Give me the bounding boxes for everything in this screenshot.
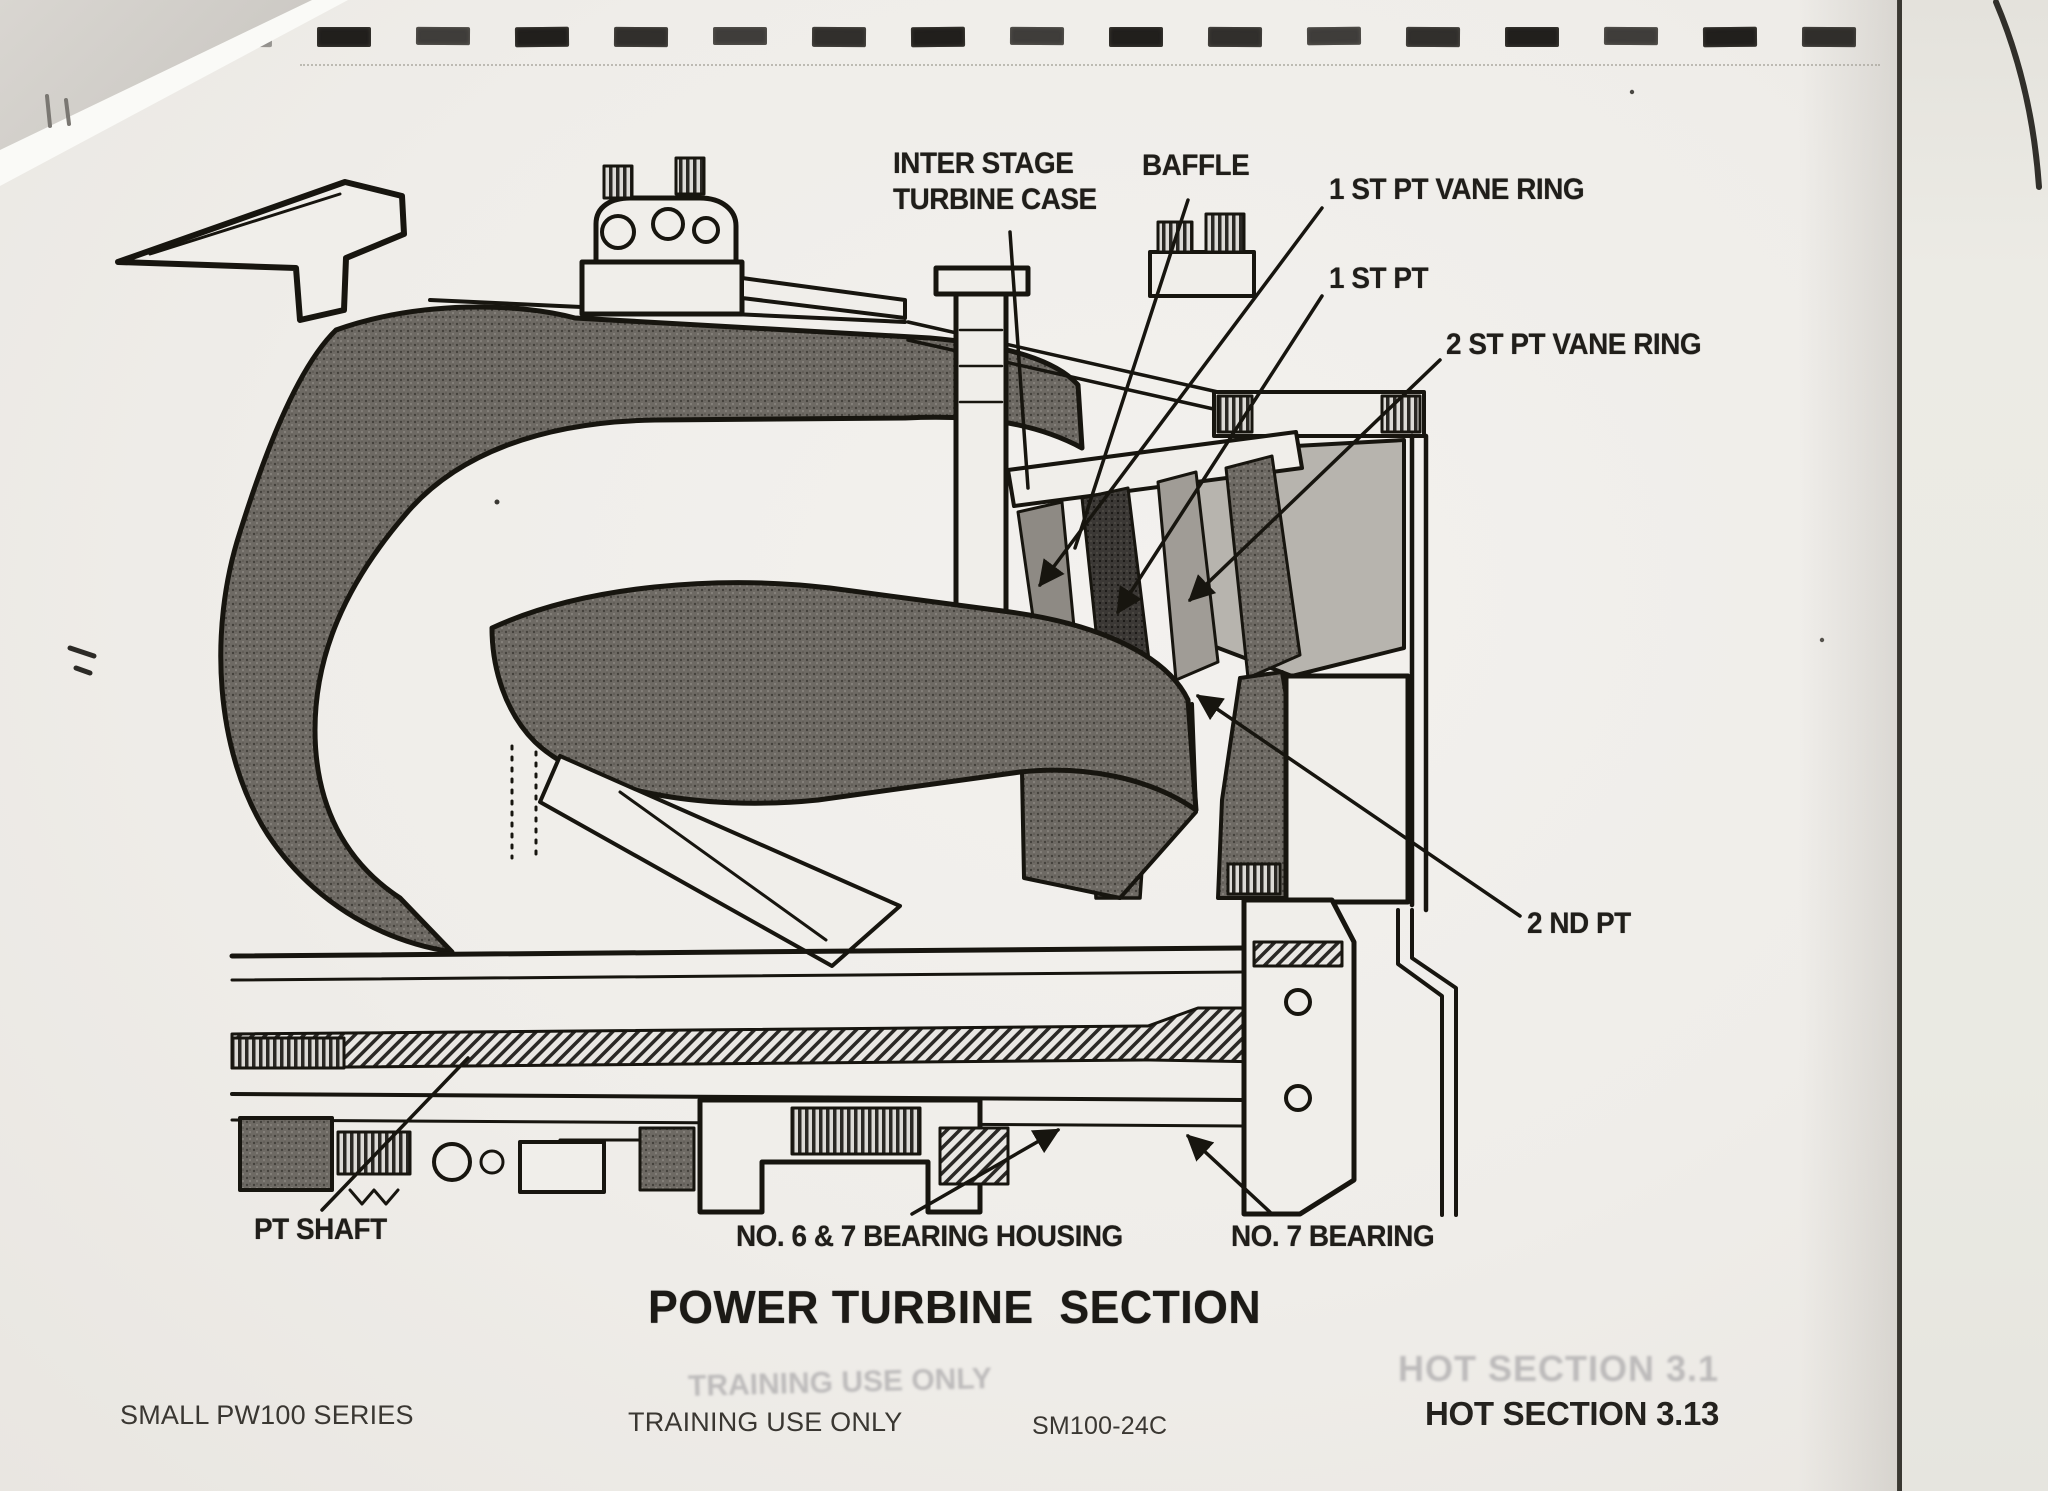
- binding-dash: [1505, 27, 1559, 47]
- footer-doc-code: SM100-24C: [1032, 1412, 1168, 1440]
- leader-pt-shaft: [320, 1056, 470, 1212]
- label-pt-shaft: PT SHAFT: [254, 1213, 387, 1246]
- leader-no7-bearing: [1186, 1134, 1274, 1216]
- leader-baffle: [1073, 198, 1190, 550]
- label-2nd-pt: 2 ND PT: [1527, 907, 1631, 940]
- label-line: TURBINE CASE: [893, 183, 1097, 216]
- adjacent-page-edge: [1897, 0, 2048, 1491]
- label-inter-stage-turbine-case: INTER STAGE TURBINE CASE: [893, 146, 1097, 218]
- leader-1st-pt-vane-ring: [1038, 206, 1324, 588]
- label-1st-pt-vane-ring: 1 ST PT VANE RING: [1329, 173, 1585, 206]
- binding-dash: [317, 27, 371, 47]
- label-no7-bearing: NO. 7 BEARING: [1231, 1220, 1435, 1253]
- footer-section-number: HOT SECTION 3.13: [1425, 1395, 1720, 1432]
- binding-dash: [713, 27, 767, 45]
- page-edge-shadow: [1798, 0, 1898, 1491]
- label-line: INTER STAGE: [893, 147, 1074, 180]
- leader-1st-pt: [1116, 294, 1324, 615]
- leader-2nd-pt: [1195, 694, 1522, 918]
- bleed-through-section: HOT SECTION 3.1: [1398, 1348, 1720, 1389]
- leader-2st-pt-vane-ring: [1188, 358, 1442, 602]
- label-baffle: BAFFLE: [1142, 149, 1250, 182]
- perforation-dotted-line: [300, 64, 1880, 66]
- label-1st-pt: 1 ST PT: [1329, 262, 1429, 295]
- leader-bearing-housing: [910, 1128, 1061, 1216]
- binding-perforations: [227, 26, 1901, 48]
- binding-dash: [1109, 27, 1163, 47]
- footer-series: SMALL PW100 SERIES: [120, 1400, 414, 1430]
- footer-usage: TRAINING USE ONLY: [628, 1407, 903, 1437]
- leader-inter-stage-turbine-case: [1008, 230, 1030, 490]
- figure-title: POWER TURBINE SECTION: [648, 1281, 1262, 1333]
- label-2st-pt-vane-ring: 2 ST PT VANE RING: [1446, 328, 1702, 361]
- label-bearing-housing: NO. 6 & 7 BEARING HOUSING: [736, 1220, 1123, 1253]
